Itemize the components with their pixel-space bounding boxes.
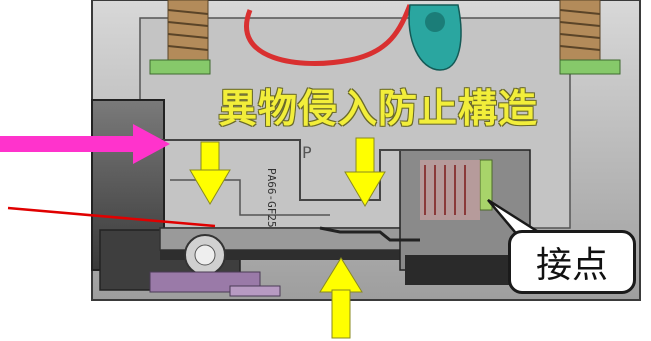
purple-parts bbox=[149, 271, 281, 297]
p-mark: P bbox=[302, 143, 312, 162]
callout-label: 接点 bbox=[535, 245, 608, 286]
spring-left bbox=[167, 0, 209, 61]
contact-region bbox=[420, 160, 480, 220]
yellow-arrow-down bbox=[344, 137, 386, 207]
yellow-arrow-down bbox=[189, 141, 231, 205]
green-parts bbox=[149, 59, 621, 211]
spring-right bbox=[559, 0, 601, 61]
screw bbox=[184, 234, 226, 276]
contact-callout: 接点 bbox=[508, 230, 636, 294]
teal-part bbox=[408, 4, 462, 71]
housing bbox=[91, 0, 641, 301]
magenta-arrow-right bbox=[0, 124, 170, 164]
part-number-mark: PA66-GF25 bbox=[265, 168, 278, 228]
title: 異物侵入防止構造 bbox=[217, 87, 538, 132]
yellow-arrow-up bbox=[319, 257, 363, 339]
red-pointer-line bbox=[7, 206, 216, 228]
red-wire bbox=[244, 4, 413, 66]
